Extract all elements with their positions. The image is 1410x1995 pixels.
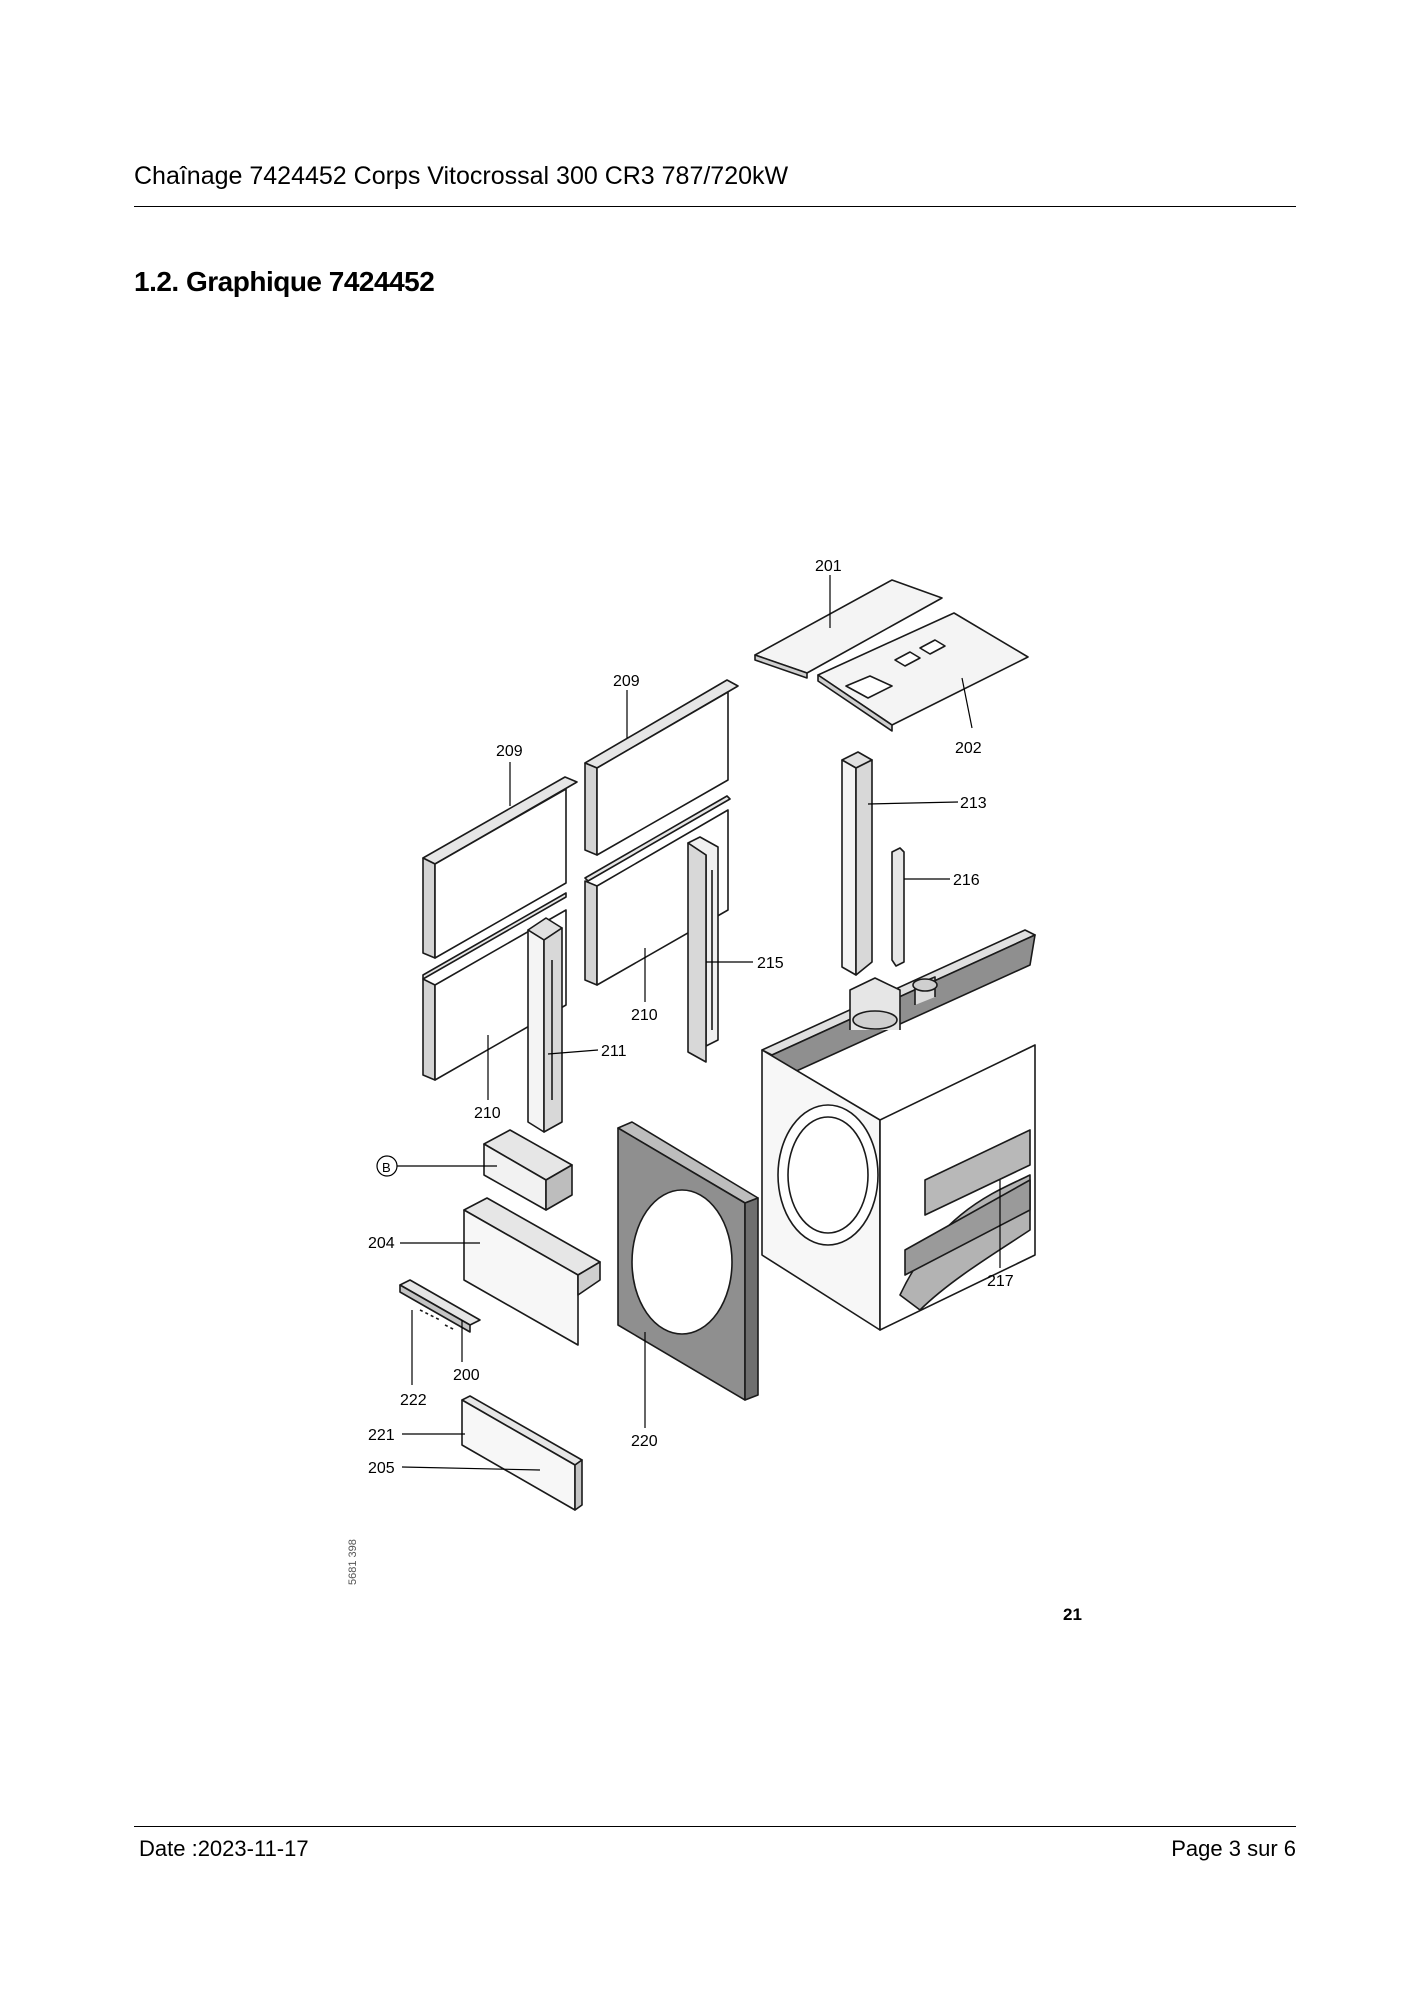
figure-number: 21 — [1063, 1605, 1082, 1624]
part-labels: 201 202 209 209 213 216 215 210 210 211 … — [368, 558, 1014, 1477]
label-222: 222 — [400, 1392, 427, 1409]
part-216-strip — [891, 847, 905, 967]
footer-date: Date :2023-11-17 — [139, 1836, 309, 1861]
label-220: 220 — [631, 1433, 658, 1450]
label-204: 204 — [368, 1235, 395, 1252]
label-200: 200 — [453, 1367, 480, 1384]
boiler-body — [761, 929, 1036, 1331]
part-202-top-plate — [817, 612, 1029, 732]
leader-lines — [397, 575, 1001, 1471]
document-header: Chaînage 7424452 Corps Vitocrossal 300 C… — [134, 162, 789, 190]
footer-page-number: Page 3 sur 6 — [1171, 1836, 1296, 1861]
part-215-vertical-bar — [687, 836, 719, 1063]
label-210-left: 210 — [474, 1105, 501, 1122]
label-209-middle: 209 — [613, 673, 640, 690]
part-205-door-panel — [461, 1395, 583, 1511]
callout-B-letter: B — [382, 1160, 391, 1175]
part-209-left-upper-panel — [422, 776, 578, 959]
label-215: 215 — [757, 955, 784, 972]
part-B-regulator-module — [483, 1129, 573, 1211]
label-213: 213 — [960, 795, 987, 812]
label-221: 221 — [368, 1427, 395, 1444]
label-202: 202 — [955, 740, 982, 757]
label-211: 211 — [601, 1043, 627, 1060]
label-209-left: 209 — [496, 743, 523, 760]
part-211-vertical-post — [527, 917, 563, 1133]
part-200-rail — [399, 1279, 481, 1333]
part-217-insulation-tray — [924, 1129, 1031, 1216]
section-title: 1.2. Graphique 7424452 — [134, 266, 435, 297]
part-201-top-cover — [754, 579, 943, 679]
part-209-middle-upper-panel — [584, 679, 739, 856]
label-201: 201 — [815, 558, 842, 575]
part-204-cover — [463, 1197, 601, 1346]
label-210-middle: 210 — [631, 1007, 658, 1024]
callout-B: B — [376, 1155, 398, 1177]
header-rule — [134, 206, 1296, 207]
label-216: 216 — [953, 872, 980, 889]
part-220-insulation-ring — [617, 1121, 759, 1401]
part-213-post — [841, 751, 873, 976]
drawing-number: 5681 398 — [347, 1539, 359, 1585]
label-205: 205 — [368, 1460, 395, 1477]
footer-rule — [134, 1826, 1296, 1827]
label-217: 217 — [987, 1273, 1014, 1290]
